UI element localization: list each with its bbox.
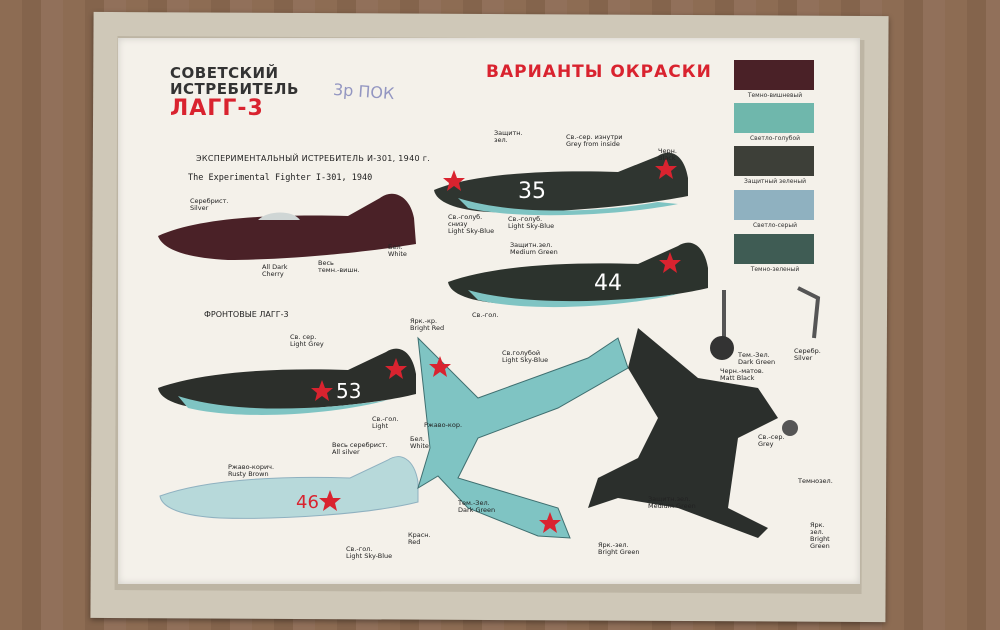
color-variants-heading: ВАРИАНТЫ ОКРАСКИ	[486, 62, 712, 82]
swatch-label: Темно-зеленый	[750, 266, 800, 273]
label-light-sky-blue-2: Св.-гол.Light Sky-Blue	[346, 545, 393, 560]
label-matt-black: Черн.-матов.Matt Black	[720, 367, 764, 382]
plane-46-side-view: 46	[159, 456, 419, 519]
label-white: Бел.White	[388, 243, 407, 258]
label-medium-green: Защитн.зел.Medium Green	[510, 241, 558, 256]
model-title: ЛАГГ-3	[170, 96, 264, 121]
label-zashch: Защитн.зел.	[494, 129, 523, 144]
i301-side-view	[158, 193, 416, 260]
label-light-grey: Св. сер.Light Grey	[290, 333, 324, 348]
instruction-sheet: СОВЕТСКИЙ ИСТРЕБИТЕЛЬ ЛАГГ-3 3р ПОК ВАРИ…	[118, 38, 860, 584]
plane-53-side-view: 53	[158, 348, 416, 415]
landing-gear-detail	[710, 286, 821, 436]
tail-number-44: 44	[594, 271, 622, 296]
front-line-heading: ФРОНТОВЫЕ ЛАГГ-3	[204, 310, 289, 319]
label-silver: Серебрист.Silver	[190, 197, 229, 212]
swatch-label: Защитный зеленый	[743, 178, 806, 185]
tail-number-46: 46	[296, 492, 319, 513]
label-grey: Св.-сер.Grey	[758, 433, 785, 448]
label-temnozel: Темнозел.	[798, 477, 833, 485]
swatch-light-grey	[734, 190, 814, 220]
aircraft-illustrations: 35 44 53 46	[158, 152, 821, 539]
label-silver-2: Серебр.Silver	[794, 347, 821, 362]
label-bright-red: Ярк.-кр.Bright Red	[410, 317, 445, 332]
label-bright-green: Ярк.-зел.Bright Green	[598, 541, 640, 556]
label-rusty-brown: Ржаво-корич.Rusty Brown	[228, 463, 275, 478]
light-blue-plan-view	[417, 336, 629, 539]
label-medium-green-2: Защитн.зел.Medium Green	[648, 495, 696, 510]
label-dark-green: Тем.-Зел.Dark Green	[458, 499, 496, 514]
swatch-label: Светло-голубой	[749, 135, 801, 142]
plane-35-side-view: 35	[434, 152, 688, 216]
label-sv-gol: Св.-гол.	[472, 311, 499, 319]
swatch-label: Светло-серый	[752, 222, 798, 229]
label-all-silver: Весь серебрист.All silver	[332, 441, 388, 456]
label-sky-blue: Св.-голуб.Light Sky-Blue	[508, 215, 555, 230]
label-rzhavo: Ржаво-кор.	[424, 421, 463, 429]
label-black: Черн.Black	[658, 147, 677, 162]
swatch-dark-green	[734, 234, 814, 264]
title-line-1: СОВЕТСКИЙ	[170, 64, 279, 82]
label-light: Св.-гол.Light	[372, 415, 399, 430]
swatch-light-blue	[734, 103, 814, 133]
swatch-label: Темно-вишневый	[747, 92, 803, 99]
label-white-2: Бел.White	[410, 435, 429, 450]
experimental-heading-en: The Experimental Fighter I-301, 1940	[188, 173, 373, 183]
tail-number-35: 35	[518, 179, 546, 204]
title-line-2: ИСТРЕБИТЕЛЬ	[170, 80, 299, 98]
experimental-heading-ru: ЭКСПЕРИМЕНТАЛЬНЫЙ ИСТРЕБИТЕЛЬ И-301, 194…	[196, 154, 431, 163]
plane-44-side-view: 44	[448, 242, 708, 308]
swatch-dark-cherry	[734, 60, 814, 90]
tail-number-53: 53	[336, 379, 361, 403]
label-dark-green-2: Тем.-Зел.Dark Green	[738, 351, 776, 366]
label-red: Красн.Red	[408, 531, 431, 546]
swatch-protective-green	[734, 146, 814, 176]
dark-plan-view	[588, 328, 778, 538]
